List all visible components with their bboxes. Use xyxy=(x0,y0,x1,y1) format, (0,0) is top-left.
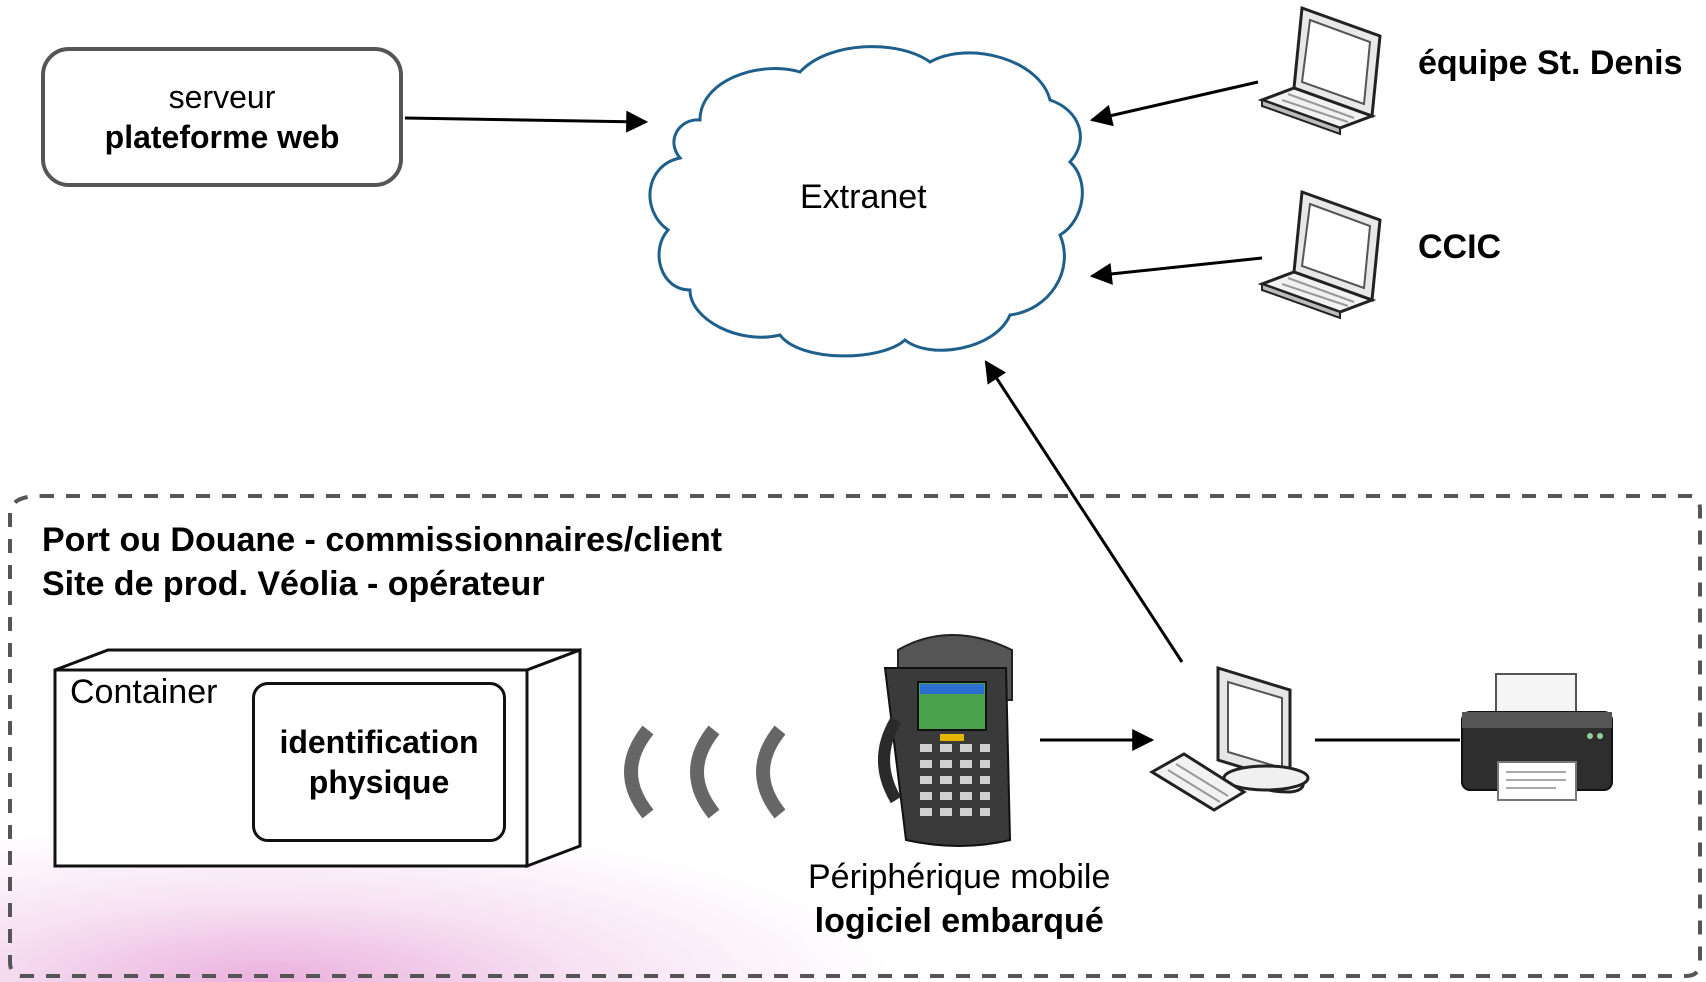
mobile-device-line1: Périphérique mobile xyxy=(808,858,1111,896)
identification-line2: physique xyxy=(308,764,450,800)
arrow-computer-to-extranet xyxy=(984,360,1184,663)
printer-icon xyxy=(1461,673,1613,801)
ccic-label: CCIC xyxy=(1418,228,1502,266)
mobile-device-line2: logiciel embarqué xyxy=(814,902,1104,940)
rfid-scanner-icon xyxy=(878,634,1013,847)
identification-line1: identification xyxy=(279,724,479,760)
extranet-cloud xyxy=(648,45,1084,358)
zone-title-line2: Site de prod. Véolia - opérateur xyxy=(42,565,545,603)
identification-box: identification physique xyxy=(252,682,506,842)
zone-boundary xyxy=(8,494,1702,978)
server-label: serveur xyxy=(168,79,276,115)
wireless-signal-icon xyxy=(624,725,786,819)
laptop-icon xyxy=(1257,5,1382,136)
server-platform-label: plateforme web xyxy=(104,119,340,155)
arrow-team-to-extranet xyxy=(1089,80,1259,127)
desktop-computer-icon xyxy=(1149,665,1310,812)
zone-title-line1: Port ou Douane - commissionnaires/client xyxy=(42,521,723,559)
extranet-label: Extranet xyxy=(800,178,927,216)
server-box: serveur plateforme web xyxy=(41,47,403,187)
container-label: Container xyxy=(70,673,218,711)
arrow-ccic-to-extranet xyxy=(1089,256,1263,285)
mobile-device-label: Périphérique mobile logiciel embarqué xyxy=(808,855,1110,943)
arrow-server-to-extranet xyxy=(404,110,649,133)
team-st-denis-label: équipe St. Denis xyxy=(1418,44,1683,82)
zone-title: Port ou Douane - commissionnaires/client… xyxy=(42,518,722,606)
laptop-icon xyxy=(1257,189,1382,320)
